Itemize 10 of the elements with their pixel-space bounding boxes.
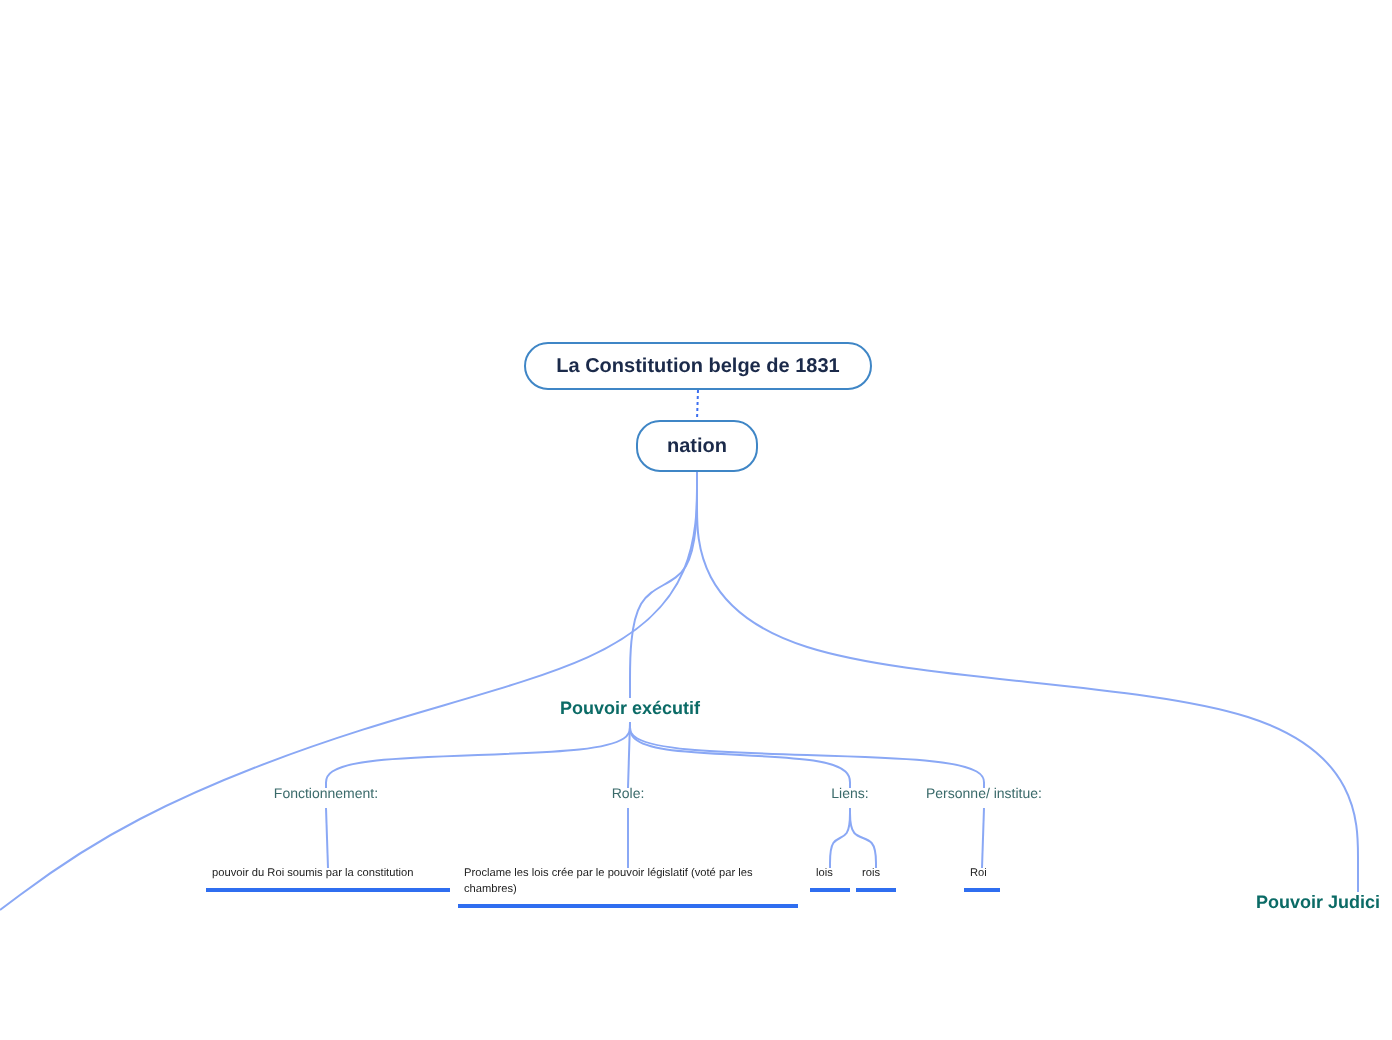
branch-title: Pouvoir exécutif [540,698,720,722]
connector-line [325,807,329,869]
topic-box: La Constitution belge de 1831 [524,342,872,390]
connector-line [981,807,985,869]
connector-line [629,721,985,789]
connector-line [849,807,877,869]
connector-line [696,389,699,421]
topic-box: nation [636,420,758,472]
connector-line [627,807,629,869]
branch-title: Pouvoir Judici [1244,892,1392,916]
